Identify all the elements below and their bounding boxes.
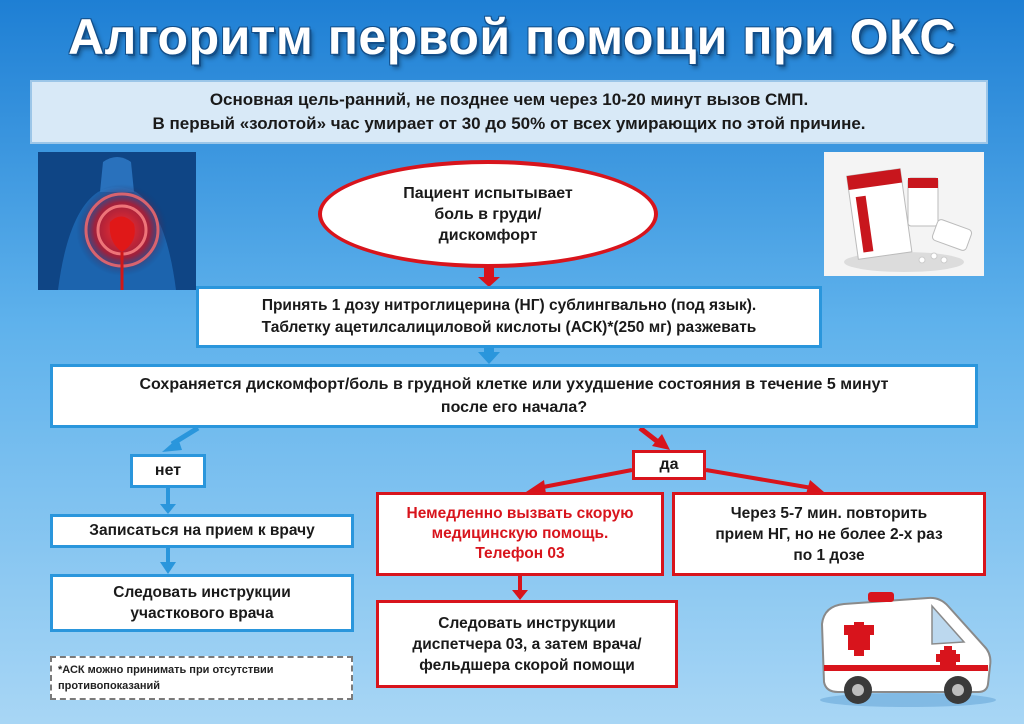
no-label: нет: [130, 454, 206, 488]
goal-banner: Основная цель-ранний, не позднее чем чер…: [30, 80, 988, 144]
start-node: Пациент испытывает боль в груди/ дискомф…: [318, 160, 658, 268]
repeat-line2: прием НГ, но не более 2-х раз: [715, 525, 943, 543]
follow-local-doctor-line2: участкового врача: [130, 605, 274, 622]
follow-local-doctor-line1: Следовать инструкции: [113, 584, 291, 601]
yes-label: да: [632, 450, 706, 480]
arrow-yes-head: [652, 434, 670, 450]
arrow-step1-shaft: [484, 344, 494, 354]
goal-banner-line2: В первый «золотой» час умирает от 30 до …: [152, 114, 866, 133]
arrow-call-to-follow-head: [512, 590, 528, 600]
call-ambulance-line2: медицинскую помощь.: [431, 525, 609, 542]
follow-dispatcher-line1: Следовать инструкции: [438, 614, 616, 632]
start-line3: дискомфорт: [438, 226, 538, 244]
follow-local-doctor-step: Следовать инструкции участкового врача: [50, 574, 354, 632]
arrow-start-head: [478, 277, 500, 287]
repeat-line3: по 1 дозе: [793, 546, 865, 564]
repeat-line1: Через 5-7 мин. повторить: [730, 504, 928, 522]
start-line1: Пациент испытывает: [403, 184, 573, 202]
nitroglycerin-aspirin-step: Принять 1 дозу нитроглицерина (НГ) субли…: [196, 286, 822, 348]
arrow-yes-to-repeat: [705, 468, 813, 490]
question-line2: после его начала?: [440, 399, 588, 416]
nitroglycerin-package-icon: [824, 152, 984, 276]
page-title: Алгоритм первой помощи при ОКС: [67, 9, 957, 65]
goal-banner-line1: Основная цель-ранний, не позднее чем чер…: [209, 90, 809, 109]
arrow-yes-to-call: [537, 468, 633, 490]
arrow-start-shaft: [484, 267, 494, 279]
question-line1: Сохраняется дискомфорт/боль в грудной кл…: [139, 376, 889, 393]
aspirin-footnote: *АСК можно принимать при отсутствии прот…: [50, 656, 353, 700]
follow-dispatcher-step: Следовать инструкции диспетчера 03, а за…: [376, 600, 678, 688]
arrow-yes-line: [638, 426, 660, 444]
arrow-yes-to-call-head: [526, 480, 546, 494]
step1-line1: Принять 1 дозу нитроглицерина (НГ) субли…: [261, 297, 757, 314]
step1-line2: Таблетку ацетилсалициловой кислоты (АСК)…: [261, 319, 757, 336]
chest-heart-icon: [38, 152, 196, 290]
record-appointment-step: Записаться на прием к врачу: [50, 514, 354, 548]
follow-dispatcher-line2: диспетчера 03, а затем врача/: [412, 635, 642, 653]
start-line2: боль в груди/: [434, 205, 542, 223]
repeat-nitroglycerin-step: Через 5-7 мин. повторить прием НГ, но не…: [672, 492, 986, 576]
arrow-record-to-follow-head: [160, 562, 176, 574]
arrow-step1-head: [478, 352, 500, 364]
follow-dispatcher-line3: фельдшера скорой помощи: [419, 656, 635, 674]
call-ambulance-line3: Телефон 03: [475, 545, 565, 562]
ambulance-icon: [808, 584, 1000, 708]
arrow-no-head: [162, 438, 182, 452]
question-node: Сохраняется дискомфорт/боль в грудной кл…: [50, 364, 978, 428]
arrow-yes-to-repeat-head: [806, 480, 824, 494]
call-ambulance-line1: Немедленно вызвать скорую: [406, 505, 634, 522]
call-ambulance-step: Немедленно вызвать скорую медицинскую по…: [376, 492, 664, 576]
arrow-no-to-record-head: [160, 504, 176, 514]
